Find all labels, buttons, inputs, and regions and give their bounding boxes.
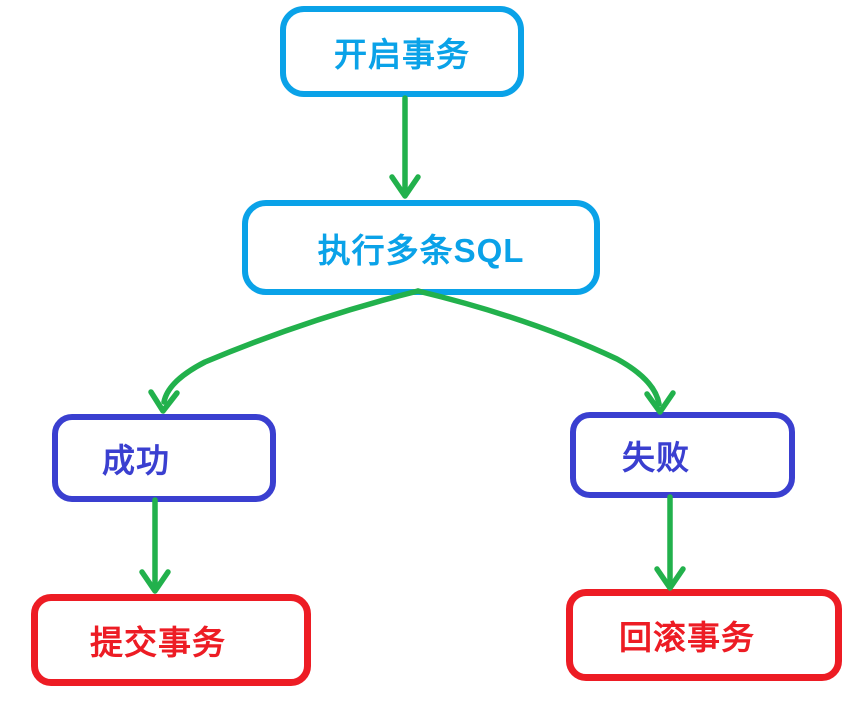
arrowhead-icon	[148, 389, 180, 414]
node-label: 提交事务	[90, 624, 226, 661]
node-rollback-transaction: 回滚事务	[566, 589, 842, 681]
edge-success-commit	[139, 497, 171, 594]
edge-failure-rollback	[654, 494, 686, 591]
node-label: 开启事务	[334, 35, 470, 73]
edge-execute-success	[148, 288, 421, 414]
arrowhead-icon	[139, 569, 171, 594]
node-commit-transaction: 提交事务	[31, 594, 311, 686]
node-label: 失败	[622, 439, 690, 476]
arrowhead-icon	[654, 566, 686, 591]
edge-execute-failure	[415, 288, 676, 415]
node-label: 执行多条SQL	[317, 231, 525, 269]
arrowhead-icon	[644, 390, 676, 415]
node-failure: 失败	[570, 412, 795, 498]
node-execute-sql: 执行多条SQL	[242, 200, 600, 295]
node-start-transaction: 开启事务	[280, 6, 524, 97]
node-label: 成功	[102, 442, 170, 479]
node-success: 成功	[52, 414, 276, 502]
arrowhead-icon	[389, 174, 421, 199]
edge-start-execute	[389, 95, 421, 199]
node-label: 回滚事务	[619, 619, 755, 656]
